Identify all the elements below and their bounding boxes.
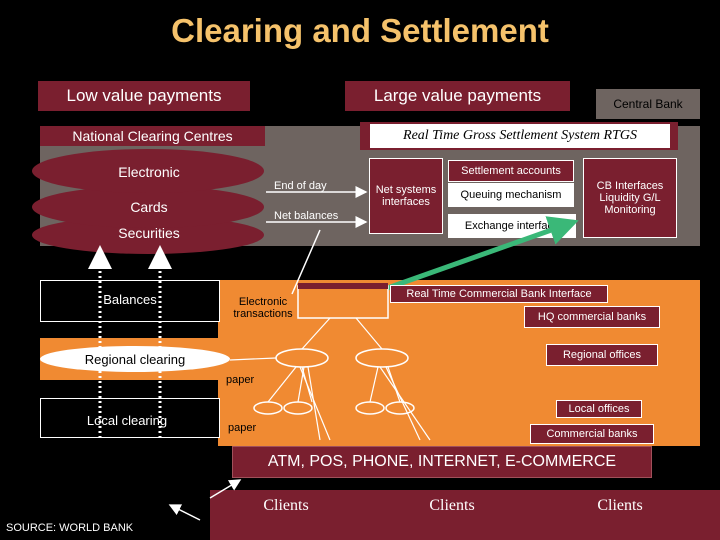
client-arrow-left — [168, 504, 201, 521]
net-balances-label: Net balances — [274, 210, 339, 222]
hq-commercial-banks-label: HQ commercial banks — [524, 306, 660, 328]
national-clearing-label: National Clearing Centres — [72, 128, 233, 144]
cards-label: Cards — [130, 199, 168, 215]
regional-offices-label: Regional offices — [546, 344, 658, 366]
national-clearing-header — [40, 126, 265, 146]
clients-label-2: Clients — [429, 497, 475, 514]
balances-label: Balances — [103, 291, 157, 307]
rtcbi-label: Real Time Commercial Bank Interface — [390, 285, 608, 303]
cb-interfaces-box: CB Interfaces Liquidity G/L Monitoring — [583, 158, 677, 238]
green-arrow — [381, 216, 579, 293]
regional-ellipse-1 — [275, 348, 329, 368]
local-ellipse-2 — [283, 401, 313, 415]
large-value-payments-label: Large value payments — [345, 81, 570, 111]
commercial-banks-label: Commercial banks — [530, 424, 654, 444]
queuing-mechanism-box: Queuing mechanism — [448, 183, 574, 207]
local-ellipse-4 — [385, 401, 415, 415]
electronic-label: Electronic — [118, 164, 180, 180]
clients-label-1: Clients — [263, 497, 309, 514]
clients-label-3: Clients — [597, 497, 643, 514]
transactions-line — [291, 229, 321, 295]
net-systems-interfaces-box: Net systems interfaces — [369, 158, 443, 234]
central-bank-label: Central Bank — [596, 89, 700, 119]
channels-box — [232, 446, 652, 478]
settlement-accounts-box: Settlement accounts — [448, 160, 574, 182]
balances-box — [40, 280, 220, 322]
rtgs-label: Real Time Gross Settlement System RTGS — [370, 124, 670, 148]
low-value-payments-label: Low value payments — [38, 81, 250, 111]
regional-clearing-label: Regional clearing — [40, 346, 230, 372]
paper-label-2: paper — [228, 422, 257, 434]
channels-label: ATM, POS, PHONE, INTERNET, E-COMMERCE — [267, 453, 617, 470]
securities-label: Securities — [118, 225, 180, 241]
local-ellipse-1 — [253, 401, 283, 415]
paper-label-1: paper — [226, 374, 255, 386]
electronic-ellipse — [32, 149, 264, 193]
cards-ellipse — [32, 186, 264, 228]
clients-band — [210, 490, 720, 540]
end-of-day-label: End of day — [274, 180, 327, 192]
local-clearing-label: Local clearing — [86, 412, 168, 428]
client-arrow-left2 — [209, 479, 242, 499]
local-clearing-box — [40, 398, 220, 438]
local-ellipse-3 — [355, 401, 385, 415]
regional-ellipse-2 — [355, 348, 409, 368]
local-offices-label: Local offices — [556, 400, 642, 418]
electronic-transactions-label: Electronic transactions — [233, 296, 293, 320]
source-label: SOURCE: WORLD BANK — [6, 522, 134, 534]
page-title: Clearing and Settlement — [171, 12, 549, 49]
electronic-transactions-box — [297, 285, 389, 319]
